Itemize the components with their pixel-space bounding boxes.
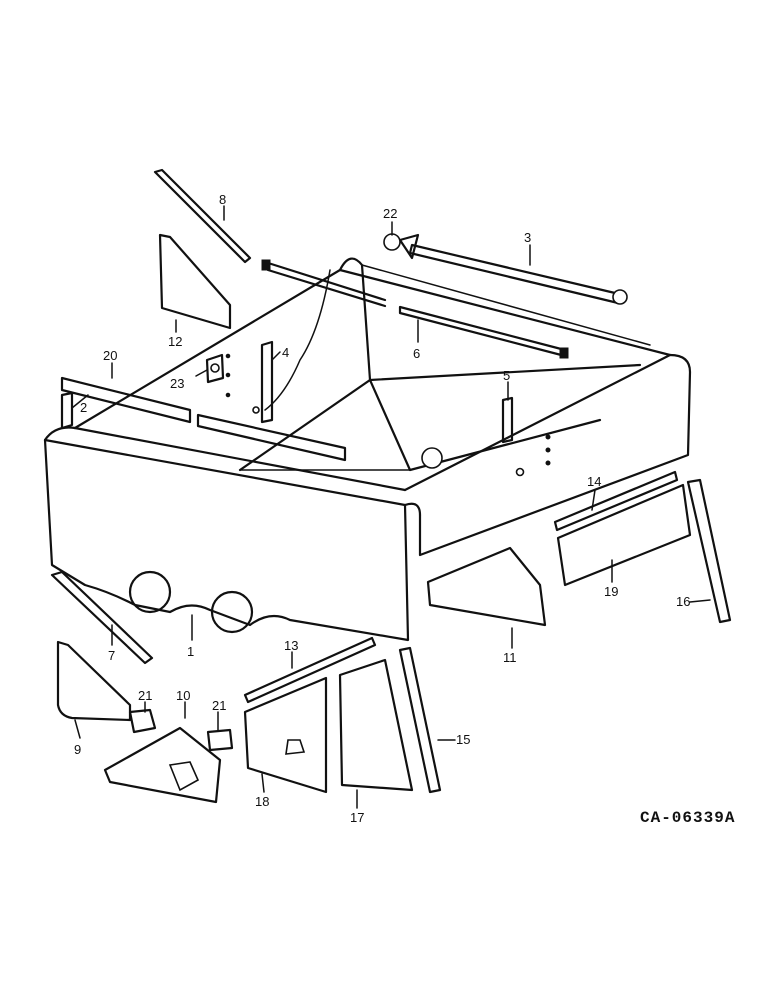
callout-3: 3: [524, 230, 531, 245]
strap-4: [260, 340, 274, 424]
callout-5: 5: [503, 368, 510, 383]
panel-11: [426, 546, 547, 627]
callout-15: 15: [456, 732, 470, 747]
bar-13: [243, 636, 377, 704]
panel-12: [158, 233, 232, 330]
strip-16: [686, 478, 732, 624]
callout-23: 23: [170, 376, 184, 391]
callout-16: 16: [676, 594, 690, 609]
main-box-body: [43, 257, 692, 642]
bracket-2: [60, 391, 74, 430]
callout-7: 7: [108, 648, 115, 663]
cross-bar-center: [196, 413, 347, 462]
callout-22: 22: [383, 206, 397, 221]
callout-6: 6: [413, 346, 420, 361]
clip-21-left: [128, 708, 157, 734]
panel-19: [556, 483, 692, 587]
callout-21-right: 21: [212, 698, 226, 713]
callout-20: 20: [103, 348, 117, 363]
leader-lines: [71, 205, 711, 809]
panel-10: [103, 726, 222, 804]
drawing-code: CA-06339A: [640, 809, 735, 827]
panel-18: [243, 676, 328, 794]
rod-6: [261, 259, 569, 359]
callout-10: 10: [176, 688, 190, 703]
cap-22: [383, 233, 401, 251]
callout-17: 17: [350, 810, 364, 825]
callout-18: 18: [255, 794, 269, 809]
clip-21-right: [206, 728, 234, 752]
callout-19: 19: [604, 584, 618, 599]
rod-3: [398, 233, 628, 305]
cross-bar-20: [60, 376, 192, 424]
callout-labels: 1 2 3 4 5 6 7 8 9 10 11 12 13 14 15 16 1…: [74, 192, 690, 825]
bar-14: [553, 470, 679, 532]
callout-4: 4: [282, 345, 289, 360]
panel-9: [56, 640, 132, 722]
callout-11: 11: [503, 650, 517, 665]
callout-14: 14: [587, 474, 601, 489]
strap-5: [501, 396, 514, 444]
callout-1: 1: [187, 644, 194, 659]
bracket-7: [50, 570, 154, 665]
cap-23: [205, 353, 225, 384]
strip-15: [398, 646, 442, 794]
panel-17: [338, 658, 414, 792]
callout-13: 13: [284, 638, 298, 653]
callout-8: 8: [219, 192, 226, 207]
callout-9: 9: [74, 742, 81, 757]
callout-2: 2: [80, 400, 87, 415]
callout-12: 12: [168, 334, 182, 349]
callout-21-left: 21: [138, 688, 152, 703]
bracket-8: [153, 168, 252, 264]
